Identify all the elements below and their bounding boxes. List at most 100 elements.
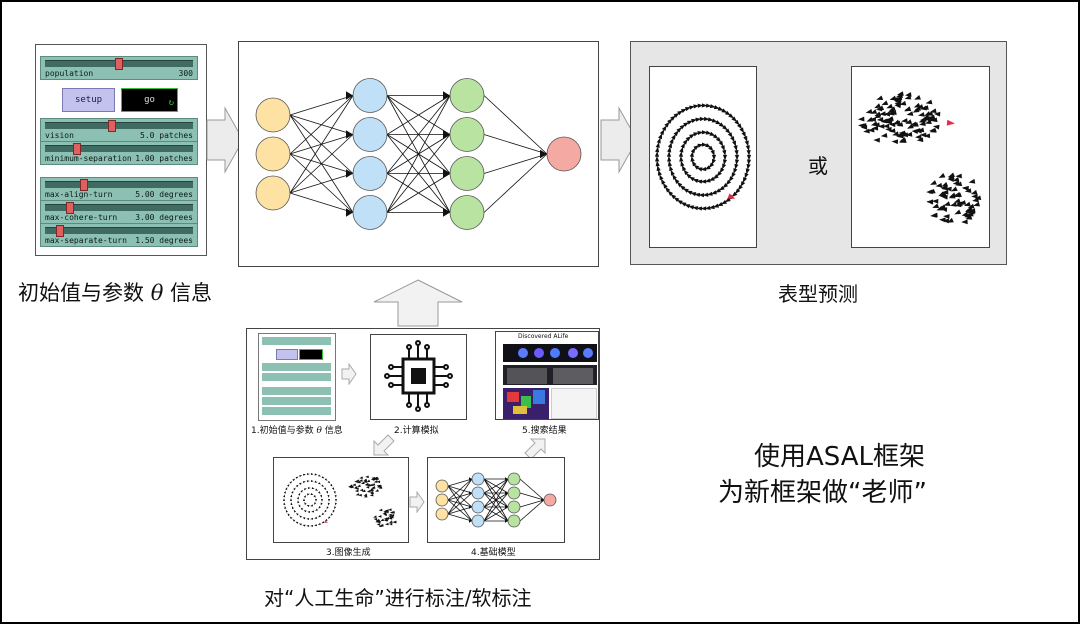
- boid: [361, 489, 366, 492]
- boid: [718, 185, 725, 191]
- boid: [661, 125, 667, 132]
- mini-slider: [262, 337, 331, 345]
- slider-value: 300: [178, 69, 193, 78]
- boid: [863, 128, 870, 134]
- network-connection: [386, 134, 451, 213]
- boid: [901, 118, 908, 123]
- slider-track: [45, 122, 193, 129]
- boid: [354, 489, 359, 493]
- boid: [906, 111, 914, 116]
- slider-knob[interactable]: [73, 143, 81, 155]
- arrowhead: [469, 505, 472, 509]
- boid: [375, 489, 379, 492]
- boid: [945, 186, 952, 192]
- boid: [289, 498, 293, 502]
- slider-knob[interactable]: [66, 202, 74, 214]
- boid: [320, 494, 322, 498]
- max-cohere-turn-slider[interactable]: max-cohere-turn 3.00 degrees: [40, 200, 198, 224]
- boid: [919, 117, 927, 122]
- boid: [371, 476, 376, 480]
- boid: [860, 124, 868, 130]
- boid: [733, 168, 738, 175]
- boid: [700, 206, 707, 211]
- boid: [882, 123, 890, 129]
- boid: [724, 197, 731, 203]
- network-connection: [483, 134, 548, 155]
- boid: [700, 166, 707, 172]
- boid: [742, 176, 748, 183]
- network-connection: [447, 506, 473, 515]
- arrow-to-network: [206, 106, 244, 174]
- boid: [285, 487, 288, 491]
- slider-label: population: [45, 69, 94, 78]
- boid: [705, 103, 712, 108]
- boid: [911, 129, 919, 135]
- boid: [730, 136, 735, 143]
- slider-value: 1.50 degrees: [135, 236, 193, 245]
- boid: [725, 128, 731, 134]
- boid: [310, 504, 314, 507]
- boid: [686, 120, 693, 125]
- slider-knob[interactable]: [108, 120, 116, 132]
- boid: [358, 493, 362, 497]
- asal-pipeline-inset: 1.初始值与参数 θ 信息: [246, 328, 600, 560]
- boid: [295, 521, 299, 524]
- boid: [953, 192, 961, 198]
- slider-knob[interactable]: [115, 58, 123, 70]
- boid: [306, 517, 310, 521]
- slider-label: minimum-separation: [45, 154, 132, 163]
- boid: [880, 118, 888, 124]
- boid: [939, 217, 946, 223]
- network-node: [507, 500, 521, 514]
- boid: [928, 114, 936, 120]
- boid: [701, 103, 708, 108]
- slider-knob[interactable]: [56, 225, 65, 237]
- boid: [923, 133, 931, 139]
- boid: [670, 169, 675, 176]
- boid: [678, 151, 683, 157]
- boid: [306, 493, 310, 496]
- boid: [327, 516, 331, 519]
- slider-knob[interactable]: [80, 179, 88, 191]
- boid: [295, 476, 299, 479]
- boid: [300, 490, 304, 493]
- boid: [656, 165, 661, 172]
- boid: [737, 123, 743, 130]
- network-connection: [386, 95, 451, 174]
- boid: [670, 115, 676, 121]
- boid: [388, 522, 393, 526]
- boid: [659, 174, 664, 181]
- go-button[interactable]: go ↻: [121, 88, 178, 112]
- population-slider[interactable]: population 300: [40, 56, 198, 80]
- boid: [306, 473, 310, 476]
- boid: [676, 199, 683, 205]
- boid: [365, 483, 369, 487]
- boid: [879, 111, 886, 117]
- boid: [333, 491, 336, 494]
- boid: [708, 176, 715, 181]
- boid: [706, 191, 713, 196]
- max-align-turn-slider[interactable]: max-align-turn 5.00 degrees: [40, 177, 198, 201]
- boid: [656, 137, 661, 144]
- network-node: [471, 486, 485, 500]
- vision-slider[interactable]: vision 5.0 patches: [40, 118, 198, 142]
- boid: [948, 172, 955, 178]
- boid: [363, 480, 368, 483]
- boid: [682, 188, 689, 193]
- boid: [334, 506, 337, 510]
- boid: [963, 201, 971, 207]
- boid: [734, 149, 739, 156]
- boid: [970, 189, 978, 195]
- minimum-separation-slider[interactable]: minimum-separation 1.00 patches: [40, 141, 198, 165]
- setup-button[interactable]: setup: [62, 88, 115, 112]
- boid: [955, 173, 962, 179]
- boid: [865, 109, 873, 114]
- mini-arrow-diag-down: [373, 434, 395, 456]
- boid: [715, 120, 722, 125]
- step1-caption: 1.初始值与参数 θ 信息: [251, 423, 343, 436]
- network-node: [449, 156, 485, 191]
- boid: [292, 478, 296, 482]
- max-separate-turn-slider[interactable]: max-separate-turn 1.50 degrees: [40, 223, 198, 247]
- boid: [686, 190, 693, 195]
- boid: [327, 480, 331, 484]
